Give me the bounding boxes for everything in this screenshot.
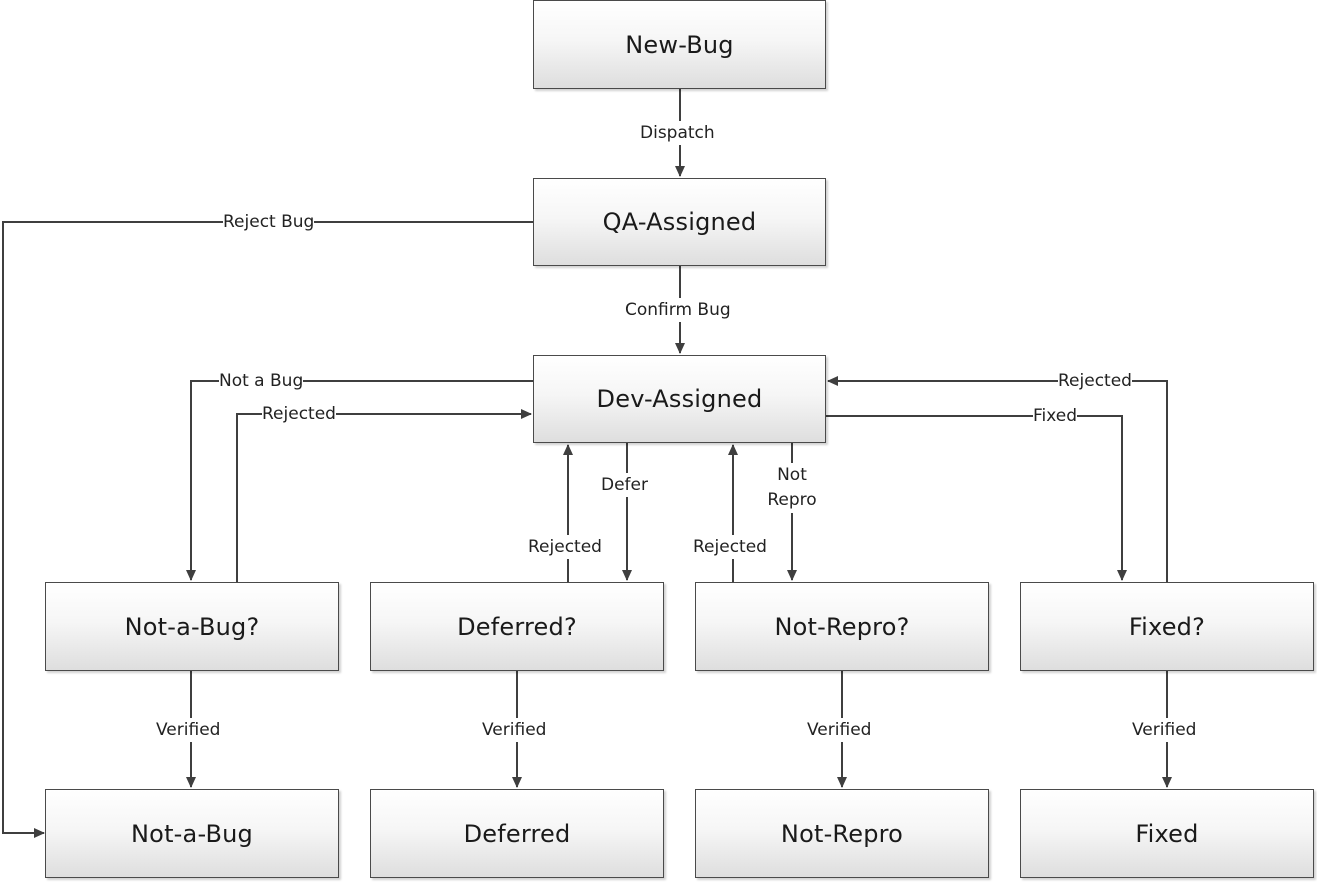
state-not-a-bug: Not-a-Bug — [45, 789, 339, 878]
state-not-repro-label: Not-Repro — [780, 819, 904, 848]
edge-label-rejected-deferred: Rejected — [528, 535, 602, 559]
edge-rejected-not-a-bug — [236, 409, 532, 582]
edge-label-verified-not-a-bug: Verified — [156, 718, 221, 742]
state-fixed-label: Fixed — [1135, 819, 1199, 848]
state-dev-assigned: Dev-Assigned — [533, 355, 826, 443]
state-new-bug: New-Bug — [533, 0, 826, 89]
state-not-repro-pending: Not-Repro? — [695, 582, 989, 671]
state-fixed-pending: Fixed? — [1020, 582, 1314, 671]
edge-label-dispatch: Dispatch — [640, 121, 715, 145]
state-fixed: Fixed — [1020, 789, 1314, 878]
edge-label-fixed: Fixed — [1033, 404, 1078, 428]
edge-rejected-fixed — [827, 376, 1168, 582]
state-dev-assigned-label: Dev-Assigned — [596, 385, 763, 413]
edge-label-not-a-bug: Not a Bug — [219, 369, 304, 393]
edge-label-rejected-fixed: Rejected — [1058, 369, 1132, 393]
state-not-repro-pending-label: Not-Repro? — [774, 612, 910, 641]
edge-label-verified-deferred: Verified — [482, 718, 547, 742]
edge-label-not-repro-line1: Not — [777, 465, 807, 485]
edge-label-reject-bug: Reject Bug — [223, 210, 315, 234]
state-deferred-pending-label: Deferred? — [457, 612, 577, 641]
state-not-a-bug-pending-label: Not-a-Bug? — [124, 612, 260, 641]
state-qa-assigned: QA-Assigned — [533, 178, 826, 266]
edge-label-rejected-not-repro: Rejected — [693, 535, 767, 559]
state-fixed-pending-label: Fixed? — [1128, 612, 1206, 641]
state-deferred-pending: Deferred? — [370, 582, 664, 671]
edge-label-not-repro-line2: Repro — [767, 490, 817, 510]
state-deferred-label: Deferred — [463, 819, 571, 848]
state-new-bug-label: New-Bug — [625, 30, 734, 59]
edge-label-verified-not-repro: Verified — [807, 718, 872, 742]
edge-reject-bug — [2, 221, 533, 838]
state-qa-assigned-label: QA-Assigned — [602, 208, 757, 236]
edge-label-rejected-not-a-bug: Rejected — [262, 402, 336, 426]
edge-label-confirm-bug: Confirm Bug — [625, 298, 731, 322]
state-not-a-bug-label: Not-a-Bug — [131, 819, 253, 848]
edge-not-a-bug — [186, 380, 533, 581]
edge-label-defer: Defer — [601, 473, 648, 497]
edge-fixed — [826, 415, 1127, 581]
state-deferred: Deferred — [370, 789, 664, 878]
state-not-repro: Not-Repro — [695, 789, 989, 878]
edge-label-verified-fixed: Verified — [1132, 718, 1197, 742]
state-not-a-bug-pending: Not-a-Bug? — [45, 582, 339, 671]
